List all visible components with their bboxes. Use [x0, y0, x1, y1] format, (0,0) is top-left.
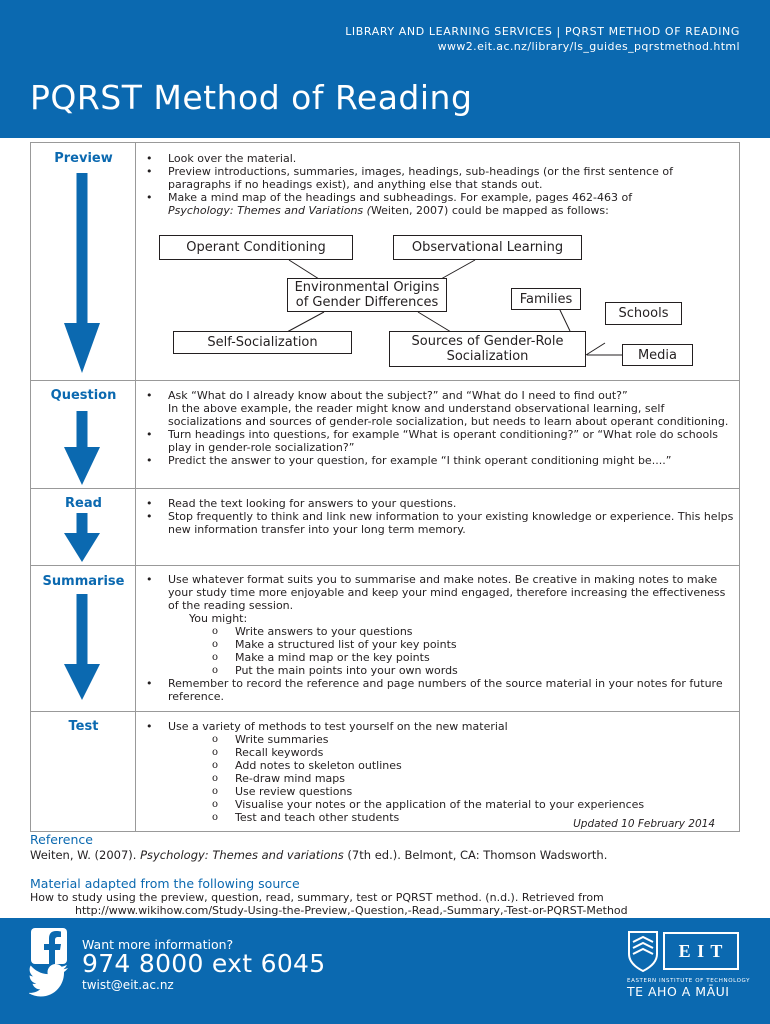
map-node-label: Observational Learning: [411, 240, 564, 255]
map-node-label: Operant Conditioning: [186, 240, 326, 255]
map-node-label: Self-Socialization: [207, 335, 318, 350]
map-node-self-socialization: Self-Socialization: [173, 331, 352, 354]
reference-heading: Reference: [30, 832, 93, 847]
question-label: Question: [50, 388, 117, 403]
you-might-label: You might:: [189, 612, 248, 625]
map-node-label: Families: [519, 291, 573, 307]
map-node-label: Schools: [618, 306, 669, 321]
want-more-label: Want more information?: [82, 937, 234, 952]
updated-date: Updated 10 February 2014: [573, 818, 715, 830]
arrow-down-icon: [64, 594, 100, 700]
question-label-cell: Question: [31, 381, 136, 488]
twitter-icon[interactable]: [29, 964, 69, 998]
list-item: Look over the material.: [144, 152, 735, 165]
question-row: Question Ask “What do I already know abo…: [31, 380, 739, 488]
list-item: Remember to record the reference and pag…: [144, 677, 735, 703]
sub-list-item: Put the main points into your own words: [144, 664, 735, 677]
map-node-label: Socialization: [446, 349, 529, 364]
preview-content: Look over the material. Preview introduc…: [144, 152, 735, 217]
pqrst-table: Preview Look over the material. Preview …: [30, 142, 740, 832]
map-node-label: Sources of Gender-Role: [411, 334, 564, 349]
page-title: PQRST Method of Reading: [30, 78, 473, 117]
arrow-down-icon: [64, 411, 100, 485]
source-citation: How to study using the preview, question…: [30, 891, 604, 904]
sub-list-item: Add notes to skeleton outlines: [144, 759, 735, 772]
arrow-down-icon: [64, 173, 100, 373]
sub-list-item: Make a mind map or the key points: [144, 651, 735, 664]
list-item-text: Ask “What do I already know about the su…: [168, 389, 628, 402]
sub-list-item: Write summaries: [144, 733, 735, 746]
read-content: Read the text looking for answers to you…: [144, 497, 735, 536]
list-item: Use whatever format suits you to summari…: [144, 573, 735, 612]
summarise-label-cell: Summarise: [31, 566, 136, 711]
header-section-title: LIBRARY AND LEARNING SERVICES | PQRST ME…: [345, 25, 740, 38]
page-header: LIBRARY AND LEARNING SERVICES | PQRST ME…: [0, 0, 770, 138]
reference-citation: Weiten, W. (2007). Psychology: Themes an…: [30, 849, 607, 862]
read-row: Read Read the text looking for answers t…: [31, 488, 739, 565]
source-heading: Material adapted from the following sour…: [30, 876, 300, 891]
list-item: Use a variety of methods to test yoursel…: [144, 720, 735, 733]
page-footer: Want more information? 974 8000 ext 6045…: [0, 918, 770, 1024]
test-label: Test: [68, 719, 99, 734]
list-item: Make a mind map of the headings and subh…: [144, 191, 735, 217]
list-item: Predict the answer to your question, for…: [144, 454, 735, 467]
map-node-label: Media: [637, 347, 678, 363]
summarise-label: Summarise: [42, 574, 125, 589]
read-label-cell: Read: [31, 489, 136, 565]
eit-logo: E I T: [627, 930, 739, 972]
map-node-label: Environmental Origins: [294, 280, 440, 295]
map-node-observational: Observational Learning: [393, 235, 582, 260]
map-node-families: Families: [511, 288, 581, 310]
map-node-label: of Gender Differences: [295, 295, 439, 310]
map-node-media: Media: [622, 344, 693, 366]
maori-name: TE AHO A MĀUI: [627, 984, 730, 999]
list-item: Stop frequently to think and link new in…: [144, 510, 735, 536]
sub-list-item: Make a structured list of your key point…: [144, 638, 735, 651]
sub-list-item: Recall keywords: [144, 746, 735, 759]
list-item: Read the text looking for answers to you…: [144, 497, 735, 510]
test-content: Use a variety of methods to test yoursel…: [144, 720, 735, 824]
phone-number[interactable]: 974 8000 ext 6045: [82, 949, 326, 978]
sub-list-item: Test and teach other students: [144, 811, 735, 824]
summarise-content: Use whatever format suits you to summari…: [144, 573, 735, 703]
reference-title: Psychology: Themes and variations: [140, 848, 344, 862]
sub-list-item: Visualise your notes or the application …: [144, 798, 735, 811]
eit-logo-text: E I T: [663, 932, 739, 970]
test-label-cell: Test: [31, 712, 136, 831]
preview-label: Preview: [54, 151, 113, 166]
reference-author: Weiten, W. (2007).: [30, 848, 141, 862]
list-item: Turn headings into questions, for exampl…: [144, 428, 735, 454]
shield-icon: [628, 931, 658, 972]
book-citation: Weiten, 2007) could be mapped as follows…: [370, 204, 609, 217]
read-label: Read: [65, 496, 102, 511]
list-item-text: Make a mind map of the headings and subh…: [168, 191, 633, 204]
sub-list-item: Re-draw mind maps: [144, 772, 735, 785]
sub-list-item: Use review questions: [144, 785, 735, 798]
source-url[interactable]: http://www.wikihow.com/Study-Using-the-P…: [75, 904, 628, 917]
sub-list-item: Write answers to your questions: [144, 625, 735, 638]
header-url[interactable]: www2.eit.ac.nz/library/ls_guides_pqrstme…: [437, 40, 740, 53]
list-item-text: In the above example, the reader might k…: [168, 402, 729, 428]
list-item: Ask “What do I already know about the su…: [144, 389, 735, 428]
arrow-down-icon: [64, 513, 100, 562]
test-row: Test Use a variety of methods to test yo…: [31, 711, 739, 831]
map-node-schools: Schools: [605, 302, 682, 325]
reference-publisher: (7th ed.). Belmont, CA: Thomson Wadswort…: [343, 848, 608, 862]
preview-row: Preview Look over the material. Preview …: [31, 143, 739, 380]
summarise-row: Summarise Use whatever format suits you …: [31, 565, 739, 711]
map-node-operant: Operant Conditioning: [159, 235, 353, 260]
mind-map-connectors: [286, 259, 622, 356]
facebook-icon[interactable]: [31, 928, 67, 964]
email-link[interactable]: twist@eit.ac.nz: [82, 978, 174, 992]
book-title: Psychology: Themes and Variations (: [168, 204, 371, 217]
question-content: Ask “What do I already know about the su…: [144, 389, 735, 467]
preview-label-cell: Preview: [31, 143, 136, 380]
list-item: Preview introductions, summaries, images…: [144, 165, 735, 191]
institute-name: EASTERN INSTITUTE OF TECHNOLOGY: [627, 978, 751, 984]
